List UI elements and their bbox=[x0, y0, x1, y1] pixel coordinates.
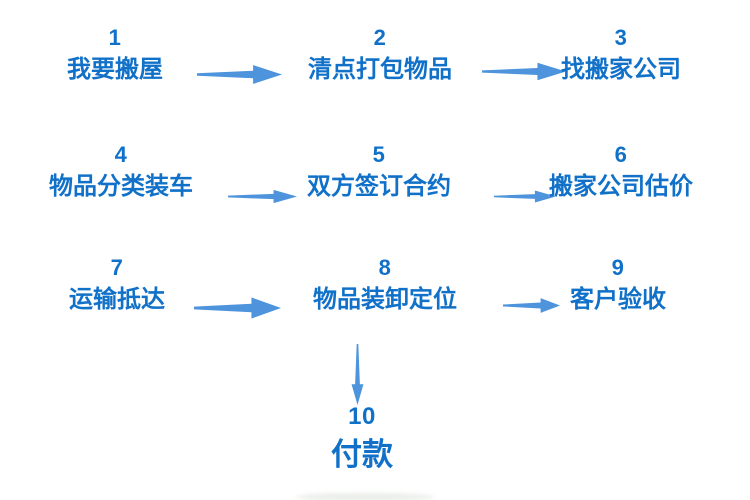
step-number: 4 bbox=[114, 142, 128, 167]
step-label: 物品分类装车 bbox=[49, 173, 193, 200]
arrow-right-icon bbox=[494, 188, 556, 205]
flow-step-4: 4 物品分类装车 bbox=[21, 141, 221, 202]
step-label: 搬家公司估价 bbox=[549, 173, 693, 200]
arrow-right-icon bbox=[194, 293, 281, 323]
step-label: 清点打包物品 bbox=[308, 56, 452, 83]
step-label: 找搬家公司 bbox=[561, 56, 681, 83]
flow-step-8: 8 物品装卸定位 bbox=[285, 254, 485, 315]
flow-step-10: 10 付款 bbox=[262, 402, 462, 474]
flow-step-6: 6 搬家公司估价 bbox=[521, 141, 721, 202]
step-number: 3 bbox=[614, 25, 628, 50]
step-number: 5 bbox=[372, 142, 386, 167]
step-number: 10 bbox=[348, 403, 376, 430]
step-number: 7 bbox=[110, 255, 124, 280]
flow-step-5: 5 双方签订合约 bbox=[279, 141, 479, 202]
flow-step-9: 9 客户验收 bbox=[518, 254, 718, 315]
step-number: 6 bbox=[614, 142, 628, 167]
arrow-right-icon bbox=[197, 61, 282, 88]
step-label: 双方签订合约 bbox=[307, 173, 451, 200]
step-label: 付款 bbox=[331, 437, 393, 472]
flow-step-7: 7 运输抵达 bbox=[17, 254, 217, 315]
step-number: 1 bbox=[108, 25, 122, 50]
step-label: 物品装卸定位 bbox=[313, 286, 457, 313]
cut-off-bottom-element bbox=[295, 493, 435, 500]
flow-step-2: 2 清点打包物品 bbox=[280, 24, 480, 85]
step-number: 8 bbox=[378, 255, 392, 280]
arrow-right-icon bbox=[228, 187, 297, 206]
arrow-down-icon bbox=[349, 344, 366, 405]
arrow-right-icon bbox=[503, 295, 560, 316]
flow-step-1: 1 我要搬屋 bbox=[15, 24, 215, 85]
step-label: 客户验收 bbox=[570, 286, 666, 313]
step-label: 我要搬屋 bbox=[67, 56, 163, 83]
flow-step-3: 3 找搬家公司 bbox=[521, 24, 721, 85]
step-number: 2 bbox=[373, 25, 387, 50]
step-label: 运输抵达 bbox=[69, 286, 165, 313]
arrow-right-icon bbox=[482, 59, 566, 84]
step-number: 9 bbox=[611, 255, 625, 280]
